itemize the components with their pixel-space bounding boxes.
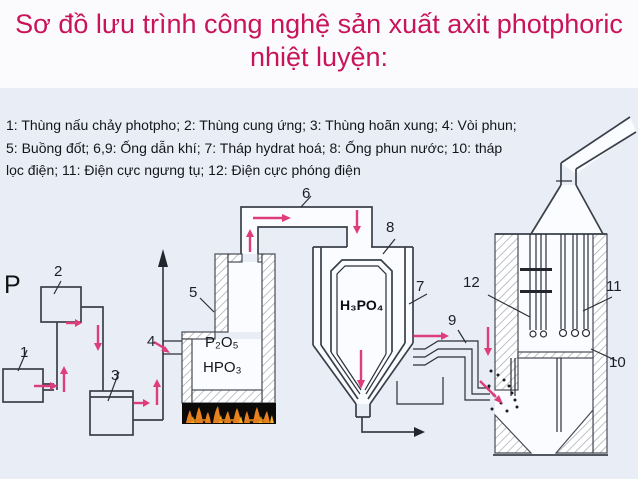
electro-filter-tower-10 [493, 233, 608, 456]
page-title: Sơ đồ lưu trình công nghệ sản xuất axit … [0, 8, 638, 74]
phosphorus-riser-pipe [158, 249, 168, 420]
part-label-12: 12 [463, 274, 480, 291]
tower-chemical-h3po4: H₃PO₄ [340, 297, 384, 313]
part-label-1: 1 [20, 344, 29, 361]
tower-cone-and-chimney [530, 116, 637, 235]
part-label-11: 11 [606, 278, 622, 295]
spray-nozzle-4 [163, 340, 183, 355]
title-area: Sơ đồ lưu trình công nghệ sản xuất axit … [0, 0, 638, 88]
liquid-seal [396, 377, 444, 405]
part-label-4: 4 [147, 333, 156, 350]
buffer-tank-3 [89, 390, 134, 436]
feed-pipes [56, 306, 163, 421]
legend: 1: Thùng nấu chảy photpho; 2: Thùng cung… [6, 114, 606, 182]
flame-image [182, 403, 276, 424]
burner-chemical-p2o5: P₂O₅ [205, 334, 239, 351]
hydration-tower-7 [312, 246, 414, 418]
part-label-2: 2 [54, 263, 63, 280]
part-label-3: 3 [111, 367, 120, 384]
gas-duct-6 [240, 206, 373, 254]
legend-line-2: 5: Buồng đốt; 6,9: Ống dẫn khí; 7: Tháp … [6, 139, 503, 156]
acid-drain-arrow [361, 417, 425, 437]
title-line2: nhiệt luyện: [249, 42, 389, 72]
part-label-6: 6 [302, 185, 311, 202]
discharge-electrodes-12 [520, 234, 552, 338]
gas-duct-9 [413, 340, 490, 401]
burner-chemical-hpo3: HPO₃ [203, 359, 242, 376]
supply-tank-2 [40, 286, 82, 323]
label-pointer-lines [17, 195, 618, 402]
part-label-7: 7 [416, 278, 425, 295]
condensing-electrodes-11 [558, 234, 591, 338]
combustion-chamber-5 [181, 253, 276, 404]
title-line1: Sơ đồ lưu trình công nghệ sản xuất axit … [15, 9, 623, 39]
legend-line-3: lọc điện; 11: Điện cực ngưng tụ; 12: Điệ… [6, 162, 361, 178]
phosphorus-input-label: P [4, 271, 21, 299]
legend-line-1: 1: Thùng nấu chảy photpho; 2: Thùng cung… [6, 117, 517, 133]
part-label-8: 8 [386, 219, 395, 236]
part-label-10: 10 [609, 354, 626, 371]
part-label-5: 5 [189, 284, 198, 301]
flow-arrows [34, 210, 503, 407]
part-label-9: 9 [448, 312, 457, 329]
